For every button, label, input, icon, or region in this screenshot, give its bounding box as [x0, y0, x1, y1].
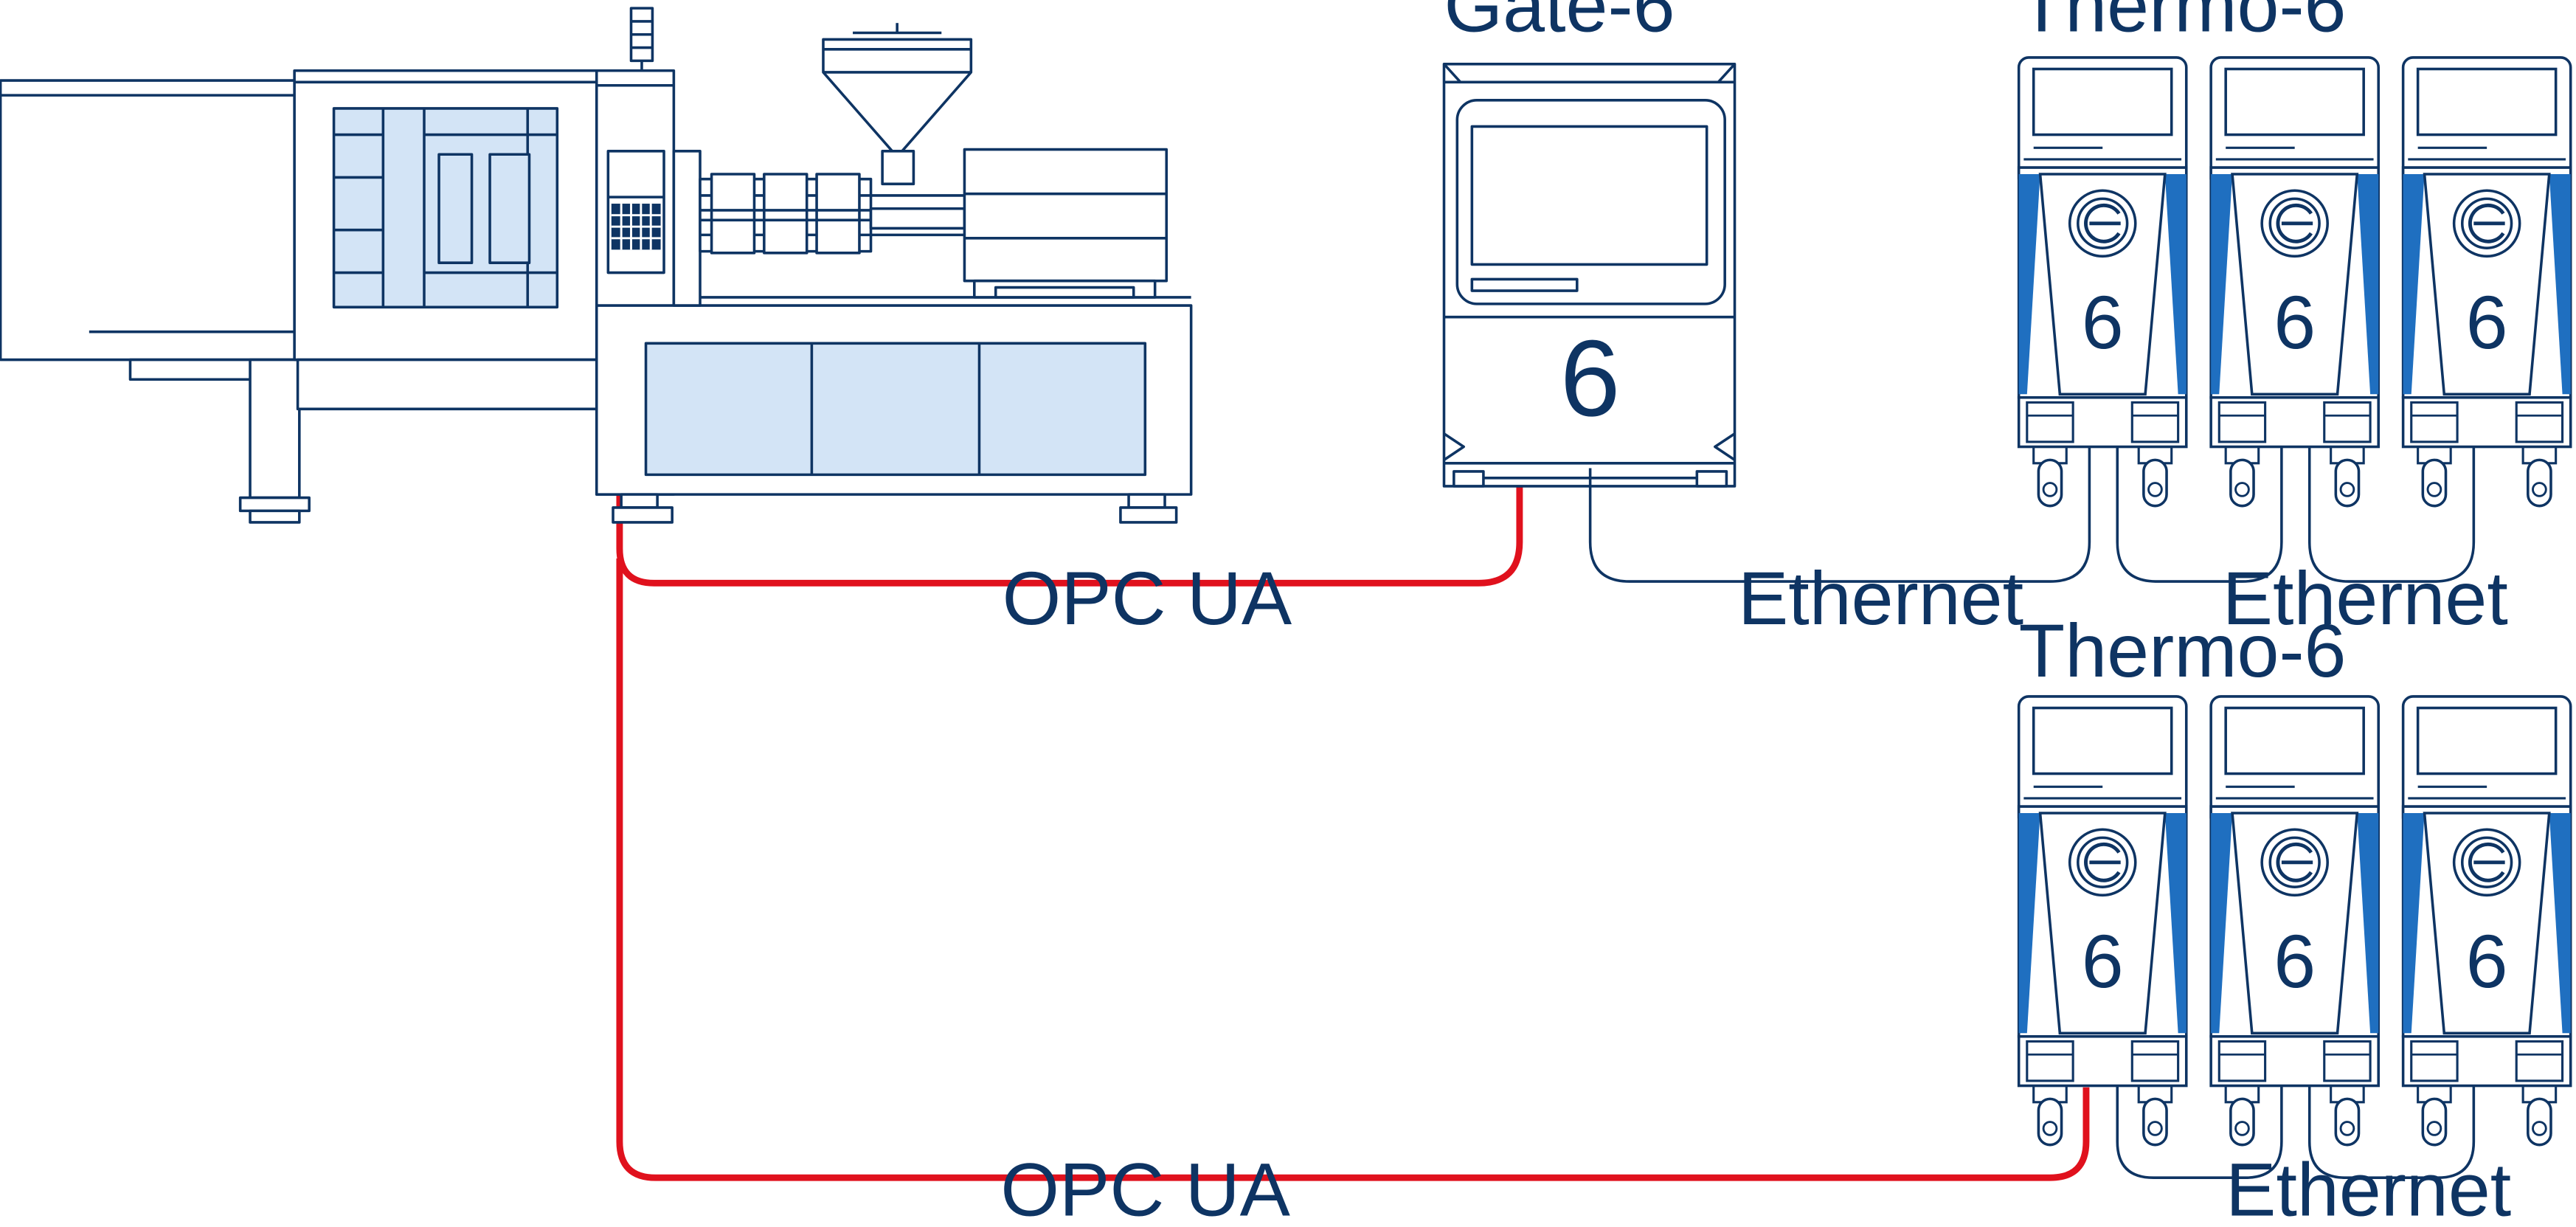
opc-cables [616, 276, 2090, 1181]
ethernet-bottom-chain-label: Ethernet [2226, 1147, 2511, 1227]
thermo-top-1-digit: 6 [2082, 280, 2124, 364]
ethernet-cable-gate [1588, 397, 2091, 583]
thermo-bottom-2-digit: 6 [2274, 919, 2316, 1003]
ethernet-gate-label: Ethernet [1738, 556, 2023, 640]
ethernet-top-chain-label: Ethernet [2223, 556, 2508, 640]
ethernet-cable-bottom-1 [2116, 1037, 2283, 1179]
thermo-top-3-digit: 6 [2466, 280, 2508, 364]
thermo-unit-top-1: 6 [2019, 58, 2187, 506]
thermo-bottom-label: Thermo-6 [2019, 608, 2347, 693]
thermo-unit-bottom-2: 6 [2211, 697, 2378, 1145]
ethernet-cable-top-2 [2307, 397, 2476, 583]
thermo-top-label: Thermo-6 [2019, 0, 2347, 47]
thermo-unit-top-3: 6 [2403, 58, 2571, 506]
ethernet-cables [1588, 397, 2476, 1179]
opc-top-label: OPC UA [1003, 556, 1292, 640]
thermo-unit-bottom-1: 6 [2019, 697, 2187, 1145]
thermo-unit-bottom-3: 6 [2403, 697, 2571, 1145]
thermo-top-2-digit: 6 [2274, 280, 2316, 364]
thermo-bottom-3-digit: 6 [2466, 919, 2508, 1003]
opc-cable-bottom [616, 558, 2090, 1181]
injection-molding-machine-icon [0, 7, 1193, 524]
thermo-bottom-1-digit: 6 [2082, 919, 2124, 1003]
thermo-unit-top-2: 6 [2211, 58, 2378, 506]
gate-digit: 6 [1560, 318, 1621, 439]
gate-label: Gate-6 [1444, 0, 1675, 47]
ethernet-cable-bottom-2 [2307, 1037, 2476, 1179]
ethernet-cable-top-1 [2116, 397, 2283, 583]
gate-controller-icon [1442, 63, 1737, 488]
opc-bottom-label: OPC UA [1000, 1147, 1290, 1227]
